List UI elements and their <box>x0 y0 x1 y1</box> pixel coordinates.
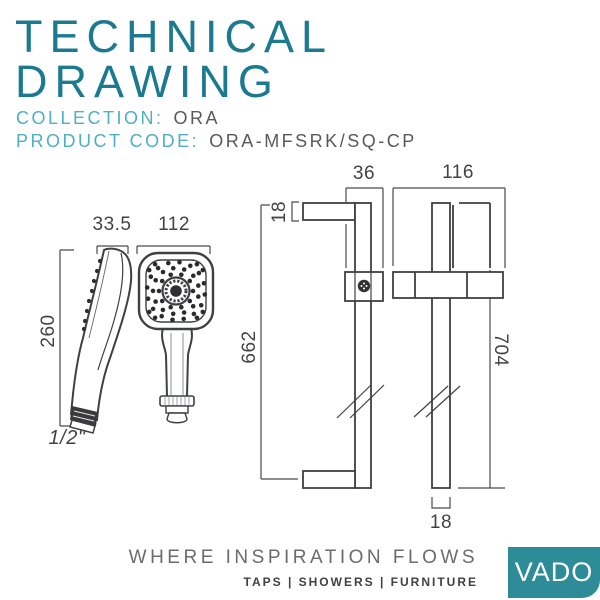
collection-label: COLLECTION: <box>16 108 164 128</box>
spray-nozzle-dots <box>144 259 208 323</box>
break-lines <box>336 384 385 419</box>
dim-handset-width: 112 <box>158 214 190 235</box>
product-code-label: PRODUCT CODE: <box>16 131 200 151</box>
slider-screw-icon <box>357 279 371 293</box>
rail-front-view <box>392 202 504 489</box>
dim-rail-length-front: 704 <box>490 333 511 367</box>
dimension-lines <box>59 187 506 509</box>
dim-bracket-width: 116 <box>442 162 474 183</box>
handset-front-view <box>137 251 215 424</box>
collection-row: COLLECTION: ORA <box>16 108 220 129</box>
dim-handset-length: 260 <box>38 314 59 348</box>
vado-logo: VADO <box>508 547 600 598</box>
dim-handset-depth: 33.5 <box>92 214 132 235</box>
dim-arm-height: 18 <box>269 200 290 224</box>
page-title-line2: DRAWING <box>15 56 280 107</box>
product-code-row: PRODUCT CODE: ORA-MFSRK/SQ-CP <box>16 131 417 152</box>
vado-logo-text: VADO <box>514 557 594 587</box>
brand-categories: TAPS | SHOWERS | FURNITURE <box>243 575 478 589</box>
product-code-value: ORA-MFSRK/SQ-CP <box>209 131 417 151</box>
dim-rail-length-side: 662 <box>239 330 260 364</box>
brand-tagline: WHERE INSPIRATION FLOWS <box>128 547 478 568</box>
page-title-line1: TECHNICAL <box>15 11 334 62</box>
rail-side-view <box>302 202 385 489</box>
side-nozzles <box>81 258 103 332</box>
break-lines <box>413 385 461 418</box>
dim-connection-size: 1/2" <box>48 426 86 449</box>
dim-rail-width: 18 <box>429 512 453 533</box>
dim-rail-depth: 36 <box>352 163 376 184</box>
handset-side-view <box>69 247 133 434</box>
collection-value: ORA <box>173 108 221 128</box>
